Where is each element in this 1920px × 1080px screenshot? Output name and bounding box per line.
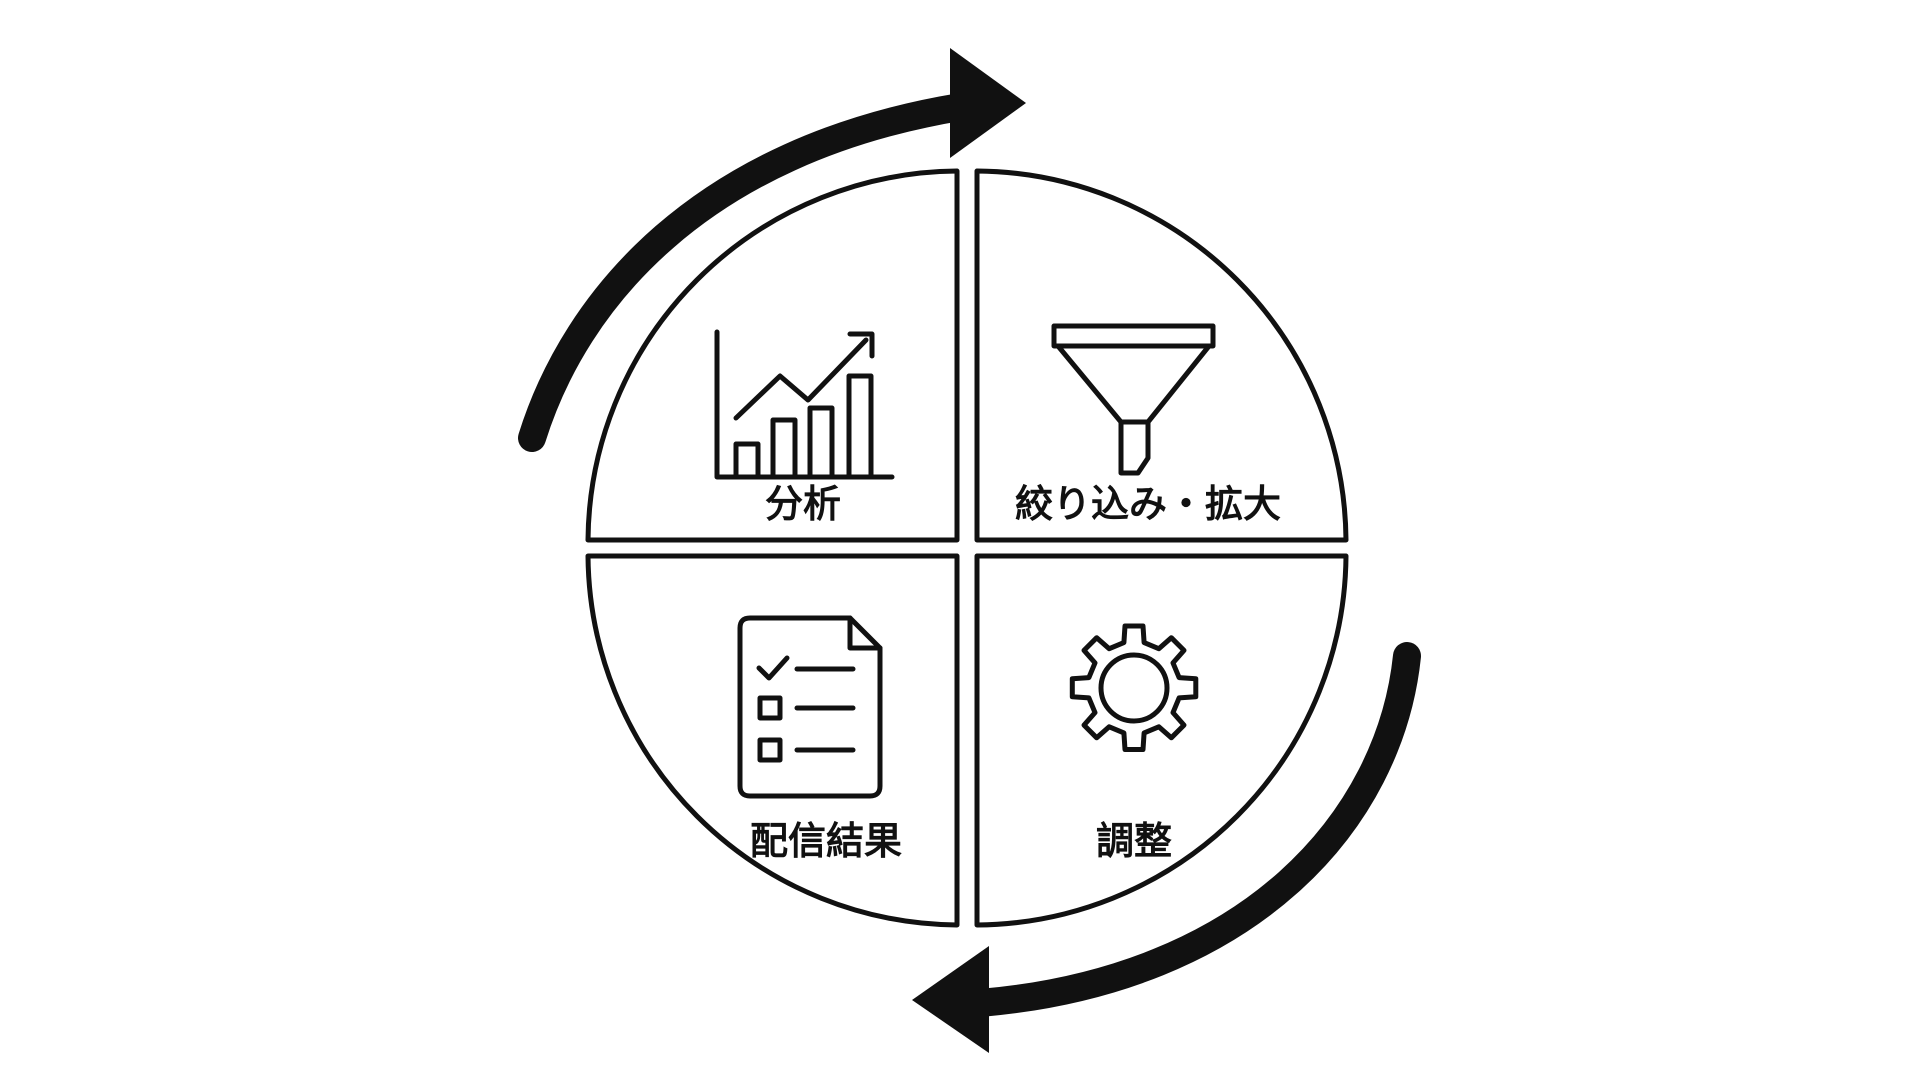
cycle-arrows — [518, 48, 1421, 1053]
bottom-cycle-arrowhead-icon — [912, 946, 989, 1053]
label-narrow-expand: 絞り込み・拡大 — [1015, 482, 1281, 526]
label-delivery-results: 配信結果 — [750, 819, 902, 863]
bar-chart-rising-icon — [714, 329, 895, 480]
quadrant-top-left — [585, 168, 960, 543]
top-cycle-arrow-shaft — [518, 93, 974, 452]
funnel-icon — [1051, 323, 1216, 476]
quadrant-top-right — [974, 168, 1349, 543]
label-analysis: 分析 — [765, 482, 841, 526]
checklist-document-icon — [737, 615, 883, 799]
bottom-cycle-arrow-shaft — [966, 642, 1421, 1017]
circle-quadrants — [585, 168, 1349, 928]
top-cycle-arrowhead-icon — [950, 48, 1026, 158]
quadrant-bottom-right — [974, 553, 1349, 928]
label-adjust: 調整 — [1096, 819, 1172, 863]
gear-icon — [1069, 623, 1199, 752]
